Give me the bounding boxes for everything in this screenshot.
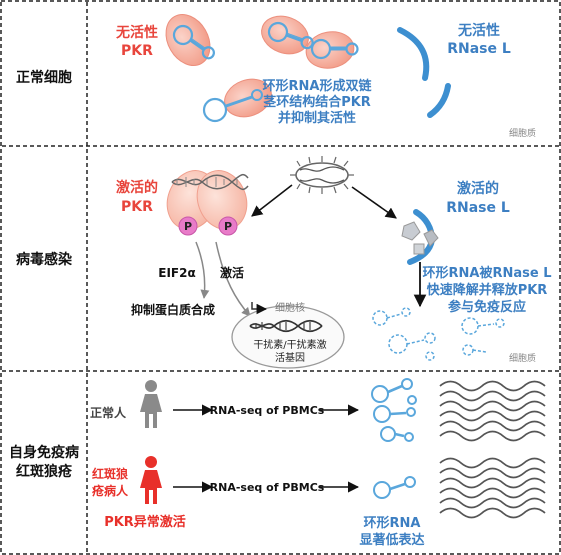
- cytoplasm-label-1: 细胞质: [509, 127, 536, 139]
- inactive-rnase-l-icon: [397, 27, 451, 118]
- nucleus: 细胞核 干扰素/干扰素激 活基因: [231, 301, 345, 369]
- arrow-virus-to-pkr: [251, 184, 293, 217]
- arrow-to-protein-inhibition: [195, 241, 210, 299]
- eif2a-label: EIF2α: [158, 266, 195, 280]
- activate-label: 激活: [220, 265, 244, 280]
- phospho-p-left: P: [184, 220, 192, 233]
- cytoplasm-label-2: 细胞质: [509, 352, 536, 364]
- active-pkr-label-2: PKR: [121, 199, 153, 215]
- pkr-circrna-complex-2: [261, 15, 359, 69]
- rnaseq-label-1: RNA-seq of PBMCs: [210, 404, 325, 417]
- normal-caption-2: 茎环结构结合PKR: [263, 94, 371, 110]
- inactive-pkr-label-1: 无活性: [115, 24, 158, 41]
- arrow-virus-to-rnase: [351, 186, 397, 219]
- normal-caption-3: 并抑制其活性: [278, 110, 356, 126]
- active-rnase-label-1: 激活的: [457, 180, 499, 197]
- normal-caption-1: 环形RNA形成双链: [263, 78, 373, 94]
- degraded-circrna-icons: [372, 307, 505, 361]
- circrna-low-label-1: 环形RNA: [364, 516, 421, 531]
- circrna-low-label-2: 显著低表达: [359, 532, 424, 548]
- row-label-autoimmune-1: 自身免疫病: [9, 444, 79, 461]
- inhibit-protein-label: 抑制蛋白质合成: [131, 302, 215, 317]
- infection-caption-2: 快速降解并释放PKR: [427, 282, 548, 298]
- inactive-pkr-label-2: PKR: [121, 43, 153, 59]
- virus-icon: [290, 156, 354, 194]
- active-rnase-l-icon: [401, 209, 439, 265]
- rnaseq-label-2: RNA-seq of PBMCs: [210, 481, 325, 494]
- interferon-label-2: 活基因: [275, 351, 305, 364]
- circrna-cluster-normal: [371, 378, 417, 442]
- dna-icon: [249, 319, 323, 333]
- dsrna-icon: [171, 173, 249, 191]
- rna-waves-patient: [439, 457, 546, 519]
- circrna-cluster-patient: [373, 476, 416, 499]
- active-pkr-icon: P P: [166, 170, 249, 236]
- interferon-label-1: 干扰素/干扰素激: [253, 338, 326, 351]
- pkr-circrna-complex-1: [165, 14, 220, 66]
- active-pkr-label-1: 激活的: [116, 179, 158, 196]
- row-label-normal: 正常细胞: [16, 69, 72, 86]
- rna-waves-normal: [439, 380, 546, 442]
- pkr-abnormal-label: PKR异常激活: [104, 514, 186, 530]
- pkr-circrna-complex-3: [202, 78, 272, 123]
- inactive-rnase-label-2: RNase L: [447, 41, 511, 57]
- inactive-rnase-label-1: 无活性: [457, 22, 500, 39]
- normal-person-label: 正常人: [90, 405, 127, 420]
- infection-caption-1: 环形RNA被RNase L: [423, 265, 552, 281]
- infection-caption-3: 参与免疫反应: [448, 299, 526, 315]
- arrow-to-interferon: [215, 241, 251, 317]
- nucleus-label: 细胞核: [275, 301, 305, 314]
- active-rnase-label-2: RNase L: [446, 200, 510, 216]
- phospho-p-right: P: [224, 220, 232, 233]
- person-icon-normal: [140, 380, 162, 428]
- row-label-autoimmune-2: 红斑狼疮: [16, 463, 72, 480]
- person-icon-patient: [140, 456, 162, 504]
- patient-label-2: 疮病人: [92, 483, 129, 498]
- patient-label-1: 红斑狼: [92, 466, 129, 481]
- row-label-infection: 病毒感染: [16, 251, 73, 268]
